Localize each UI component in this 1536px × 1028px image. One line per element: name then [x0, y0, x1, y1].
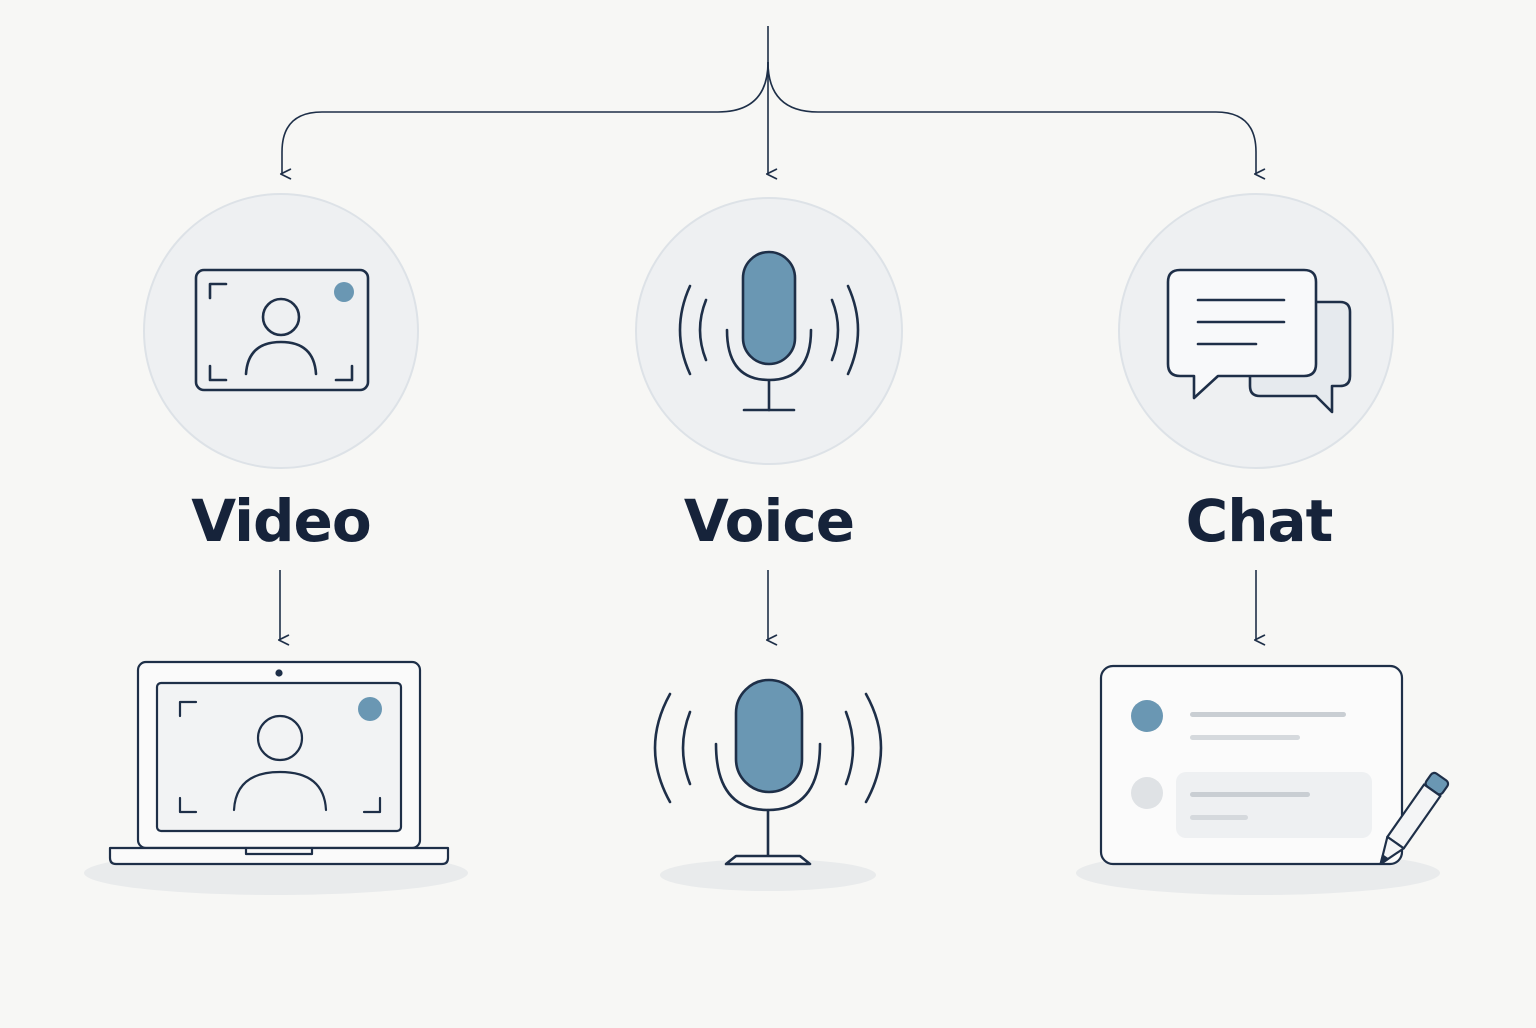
- studio-microphone-icon: [653, 678, 883, 866]
- microphone-icon: [678, 250, 860, 412]
- voice-label: Voice: [683, 487, 855, 555]
- chat-label: Chat: [1185, 487, 1334, 555]
- pencil-icon: [1379, 771, 1450, 866]
- branch-connector: [279, 26, 1266, 180]
- laptop-video-call-icon: [108, 660, 450, 866]
- chat-bubbles-icon: [1166, 268, 1352, 414]
- device-arrows: [277, 570, 1266, 646]
- video-circle: [143, 193, 419, 469]
- branch-right: [767, 61, 1266, 180]
- video-camera-icon: [194, 268, 370, 392]
- chat-window-pencil-icon: [1099, 664, 1450, 866]
- branch-left: [279, 61, 769, 180]
- video-label: Video: [191, 487, 371, 555]
